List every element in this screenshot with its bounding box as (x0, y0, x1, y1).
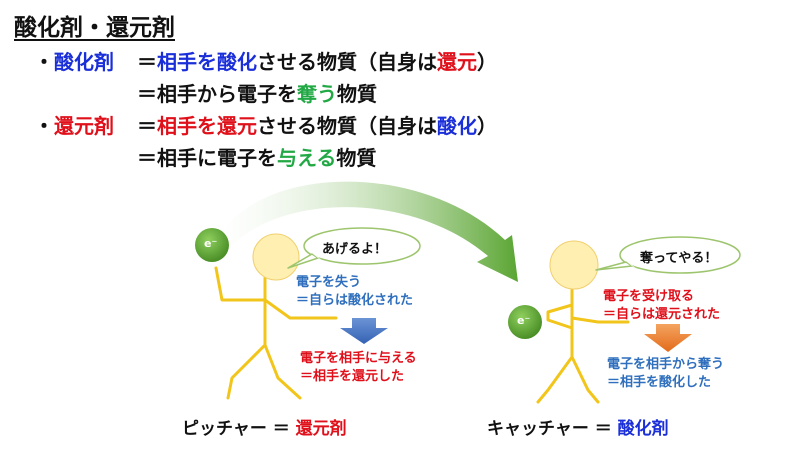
caption-role: 還元剤 (295, 419, 347, 439)
catcher-electron-label: e⁻ (517, 314, 531, 327)
pitcher-head (252, 233, 300, 281)
note-line: ＝自らは酸化された (296, 293, 414, 308)
equals-sign: ＝ (137, 82, 157, 106)
caption-name: ピッチャー ＝ (182, 419, 296, 439)
definition-fragment: 酸化 (217, 50, 257, 74)
definition-fragment: 相手を (157, 114, 217, 138)
note-line: 電子を失う (296, 275, 362, 290)
definition-fragment: 還元 (217, 114, 257, 138)
definition-fragment: 与える (277, 146, 337, 170)
oxidizer-definition-text-1: ＝相手を酸化させる物質（自身は還元） (137, 46, 497, 75)
note-line: ＝自らは還元された (603, 307, 721, 322)
page-title: 酸化剤・還元剤 (14, 15, 175, 41)
note-line: ＝相手を酸化した (607, 375, 712, 390)
note-line: 電子を相手から奪う (607, 357, 725, 372)
definition-fragment: 還元 (437, 50, 477, 74)
catcher-down-arrow (644, 324, 692, 352)
pitcher-electron-label: e⁻ (204, 237, 218, 250)
equals-sign: ＝ (137, 146, 157, 170)
definition-fragment: 物質 (336, 146, 377, 170)
definition-fragment: 相手に電子を (157, 146, 277, 170)
catcher-speech-bubble (595, 236, 741, 274)
caption-name: キャッチャー ＝ (487, 419, 618, 439)
catcher-note-receive-electron: 電子を受け取る ＝自らは還元された (603, 288, 720, 324)
caption-role: 酸化剤 (617, 419, 669, 439)
catcher-figure (536, 284, 630, 404)
oxidizer-definition-text-2: ＝相手から電子を奪う物質 (137, 78, 377, 107)
note-line: 電子を受け取る (603, 289, 695, 304)
definition-fragment: ） (477, 114, 497, 138)
oxidizer-definition-line-1: ・酸化剤 (34, 46, 114, 75)
reducer-definition-text-2: ＝相手に電子を与える物質 (137, 142, 376, 171)
note-line: ＝相手を還元した (300, 369, 405, 384)
reducer-definition-line-1: ・還元剤 (34, 110, 114, 139)
pitcher-note-give-electron: 電子を相手に与える ＝相手を還元した (300, 350, 417, 386)
equals-sign: ＝ (137, 114, 157, 138)
pitcher-caption: ピッチャー ＝ 還元剤 (182, 414, 347, 439)
catcher-speech-text: 奪ってやる！ (640, 251, 718, 266)
note-line: 電子を相手に与える (300, 351, 417, 366)
pitcher-speech-bubble (287, 227, 421, 269)
pitcher-note-lose-electron: 電子を失う ＝自らは酸化された (296, 274, 413, 310)
catcher-head (549, 240, 599, 290)
reducer-term: 還元剤 (54, 114, 114, 138)
equals-sign: ＝ (137, 50, 157, 74)
definition-fragment: 相手を (157, 50, 217, 74)
catcher-caption: キャッチャー ＝ 酸化剤 (487, 414, 669, 439)
definition-fragment: 奪う (297, 82, 337, 106)
pitcher-down-arrow (340, 318, 388, 344)
bullet: ・ (34, 114, 54, 138)
bullet: ・ (34, 50, 54, 74)
electron-transfer-arrow (218, 181, 518, 282)
definition-fragment: させる物質（自身は (257, 50, 437, 74)
pitcher-electron (195, 228, 229, 262)
catcher-note-take-electron: 電子を相手から奪う ＝相手を酸化した (607, 356, 724, 392)
definition-fragment: 物質 (337, 82, 377, 106)
reducer-definition-text-1: ＝相手を還元させる物質（自身は酸化） (137, 110, 497, 139)
catcher-electron (508, 305, 542, 339)
pitcher-speech-text: あげるよ！ (322, 242, 388, 257)
definition-fragment: 相手から電子を (157, 82, 297, 106)
oxidizer-term: 酸化剤 (54, 50, 114, 74)
pitcher-figure (214, 266, 338, 400)
definition-fragment: させる物質（自身は (257, 114, 437, 138)
definition-fragment: ） (477, 50, 497, 74)
definition-fragment: 酸化 (437, 114, 477, 138)
